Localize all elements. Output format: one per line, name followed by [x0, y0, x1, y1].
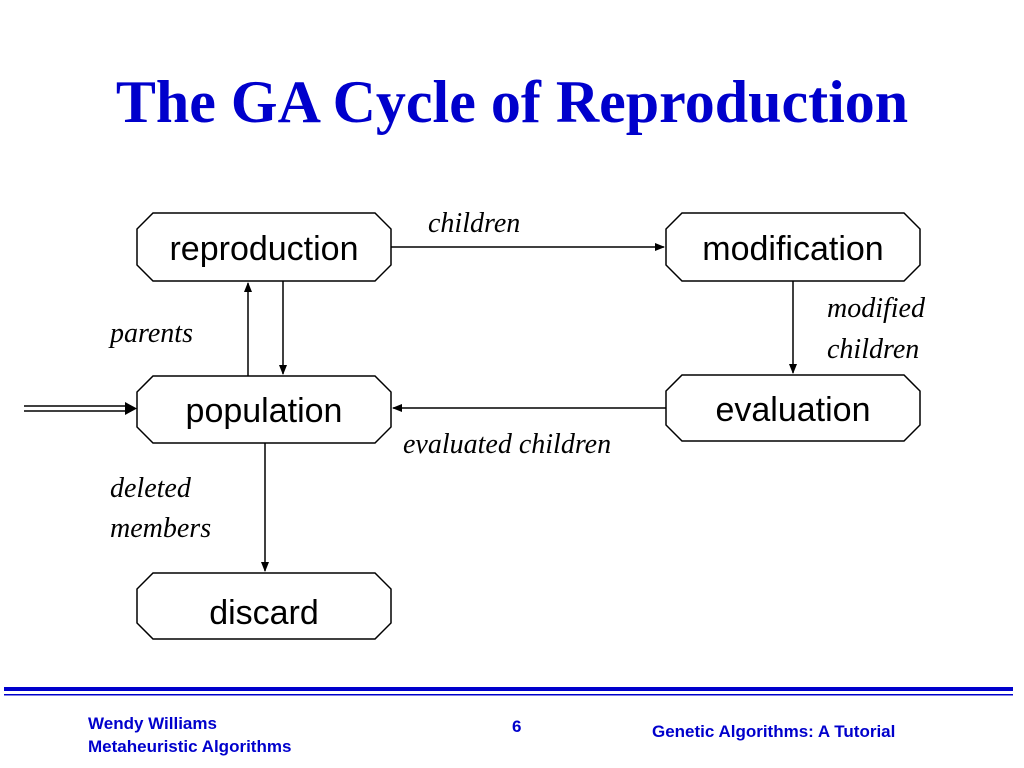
footer-divider-thick — [4, 687, 1013, 691]
node-modification: modification — [665, 212, 921, 282]
node-population: population — [136, 375, 392, 444]
node-modification-shape — [665, 212, 921, 282]
footer-topic: Genetic Algorithms: A Tutorial — [652, 722, 896, 741]
node-discard-label: discard — [209, 594, 319, 632]
footer-page-number: 6 — [512, 717, 522, 736]
edge-label-parents: parents — [108, 318, 193, 349]
edge-label-deleted-members-line-1: deleted — [110, 473, 192, 504]
node-evaluation-label: evaluation — [715, 391, 870, 429]
footer-course: Metaheuristic Algorithms — [88, 737, 292, 756]
edge-initial-input — [24, 402, 137, 415]
node-reproduction-label: reproduction — [169, 230, 358, 268]
edge-label-deleted-members: deleted members — [110, 473, 211, 544]
node-modification-label: modification — [702, 230, 883, 268]
edge-label-modified-children-line-1: modified — [827, 293, 926, 324]
edge-label-modified-children: modified children — [827, 293, 932, 365]
edge-label-evaluated-children: evaluated children — [403, 429, 611, 460]
edge-label-deleted-members-line-2: members — [110, 513, 211, 544]
edge-label-modified-children-line-2: children — [827, 334, 919, 365]
node-population-shape — [136, 375, 392, 444]
node-reproduction: reproduction — [136, 212, 392, 282]
node-discard: discard — [136, 572, 392, 640]
node-evaluation: evaluation — [665, 374, 921, 442]
edge-label-children: children — [428, 208, 520, 239]
node-reproduction-shape — [136, 212, 392, 282]
node-evaluation-shape — [665, 374, 921, 442]
node-population-label: population — [186, 392, 343, 430]
node-discard-shape — [136, 572, 392, 640]
footer-divider-thin — [4, 694, 1013, 696]
edge-initial-input-arrowhead — [125, 402, 137, 415]
slide-title: The GA Cycle of Reproduction — [115, 69, 909, 135]
footer-author: Wendy Williams — [88, 714, 217, 733]
